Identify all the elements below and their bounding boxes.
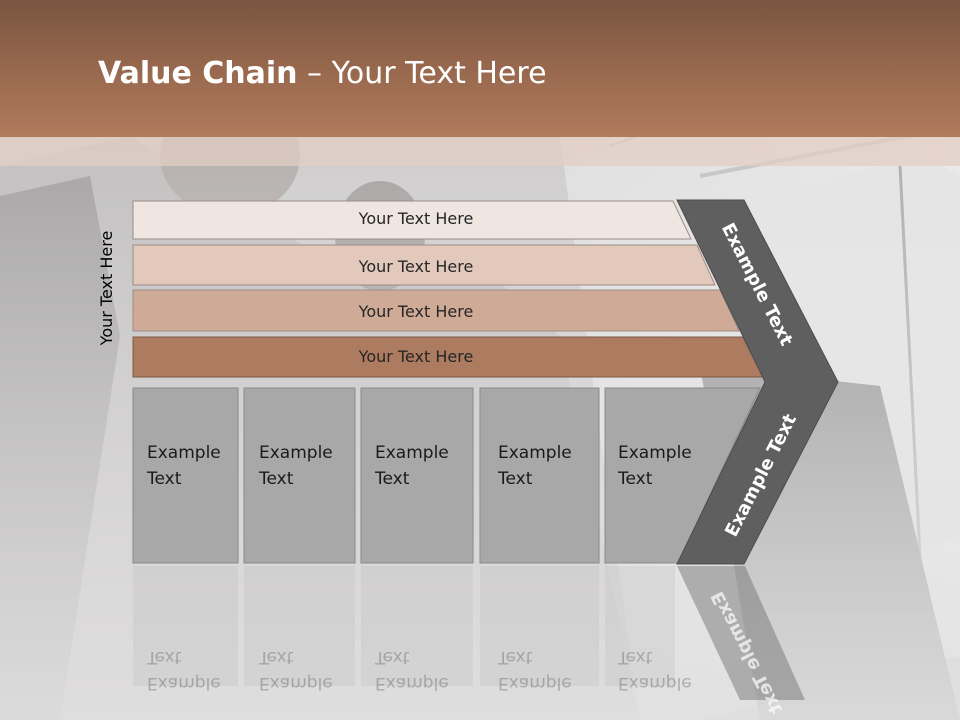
reflection-text: Example [259, 673, 333, 693]
box-4-line1: Example [498, 443, 572, 463]
box-4-line2: Text [497, 469, 533, 489]
reflection-text: Example [375, 673, 449, 693]
box-5-line1: Example [618, 443, 692, 463]
box-3-line2: Text [374, 469, 410, 489]
reflection-text: Example [618, 673, 692, 693]
reflection-text: Text [497, 647, 533, 667]
title-band [0, 137, 960, 166]
reflection-text: Text [258, 647, 294, 667]
box-1-line1: Example [147, 443, 221, 463]
box-3 [360, 387, 474, 564]
box-2 [243, 387, 356, 564]
reflection-text: Text [374, 647, 410, 667]
reflection-text: Example [498, 673, 572, 693]
bar-4-label: Your Text Here [358, 347, 474, 366]
reflection-text: Text [617, 647, 653, 667]
slide-title: Value Chain – Your Text Here [98, 54, 547, 94]
box-2-line2: Text [258, 469, 294, 489]
bar-1 [132, 200, 692, 240]
box-1-line2: Text [146, 469, 182, 489]
bar-2-label: Your Text Here [358, 257, 474, 276]
box-3-line1: Example [375, 443, 449, 463]
title-rest: – Your Text Here [297, 56, 547, 91]
title-bar [0, 0, 960, 137]
bar-3 [132, 289, 740, 332]
box-2-line1: Example [259, 443, 333, 463]
box-4 [479, 387, 600, 564]
reflection-text: Text [146, 647, 182, 667]
title-bold: Value Chain [98, 56, 298, 91]
chevron-arrow [676, 199, 839, 565]
box-5-line2: Text [617, 469, 653, 489]
bar-3-label: Your Text Here [358, 302, 474, 321]
bar-1-label: Your Text Here [358, 209, 474, 228]
bar-2 [132, 244, 716, 286]
reflection-text: Example [147, 673, 221, 693]
box-1 [132, 387, 239, 564]
